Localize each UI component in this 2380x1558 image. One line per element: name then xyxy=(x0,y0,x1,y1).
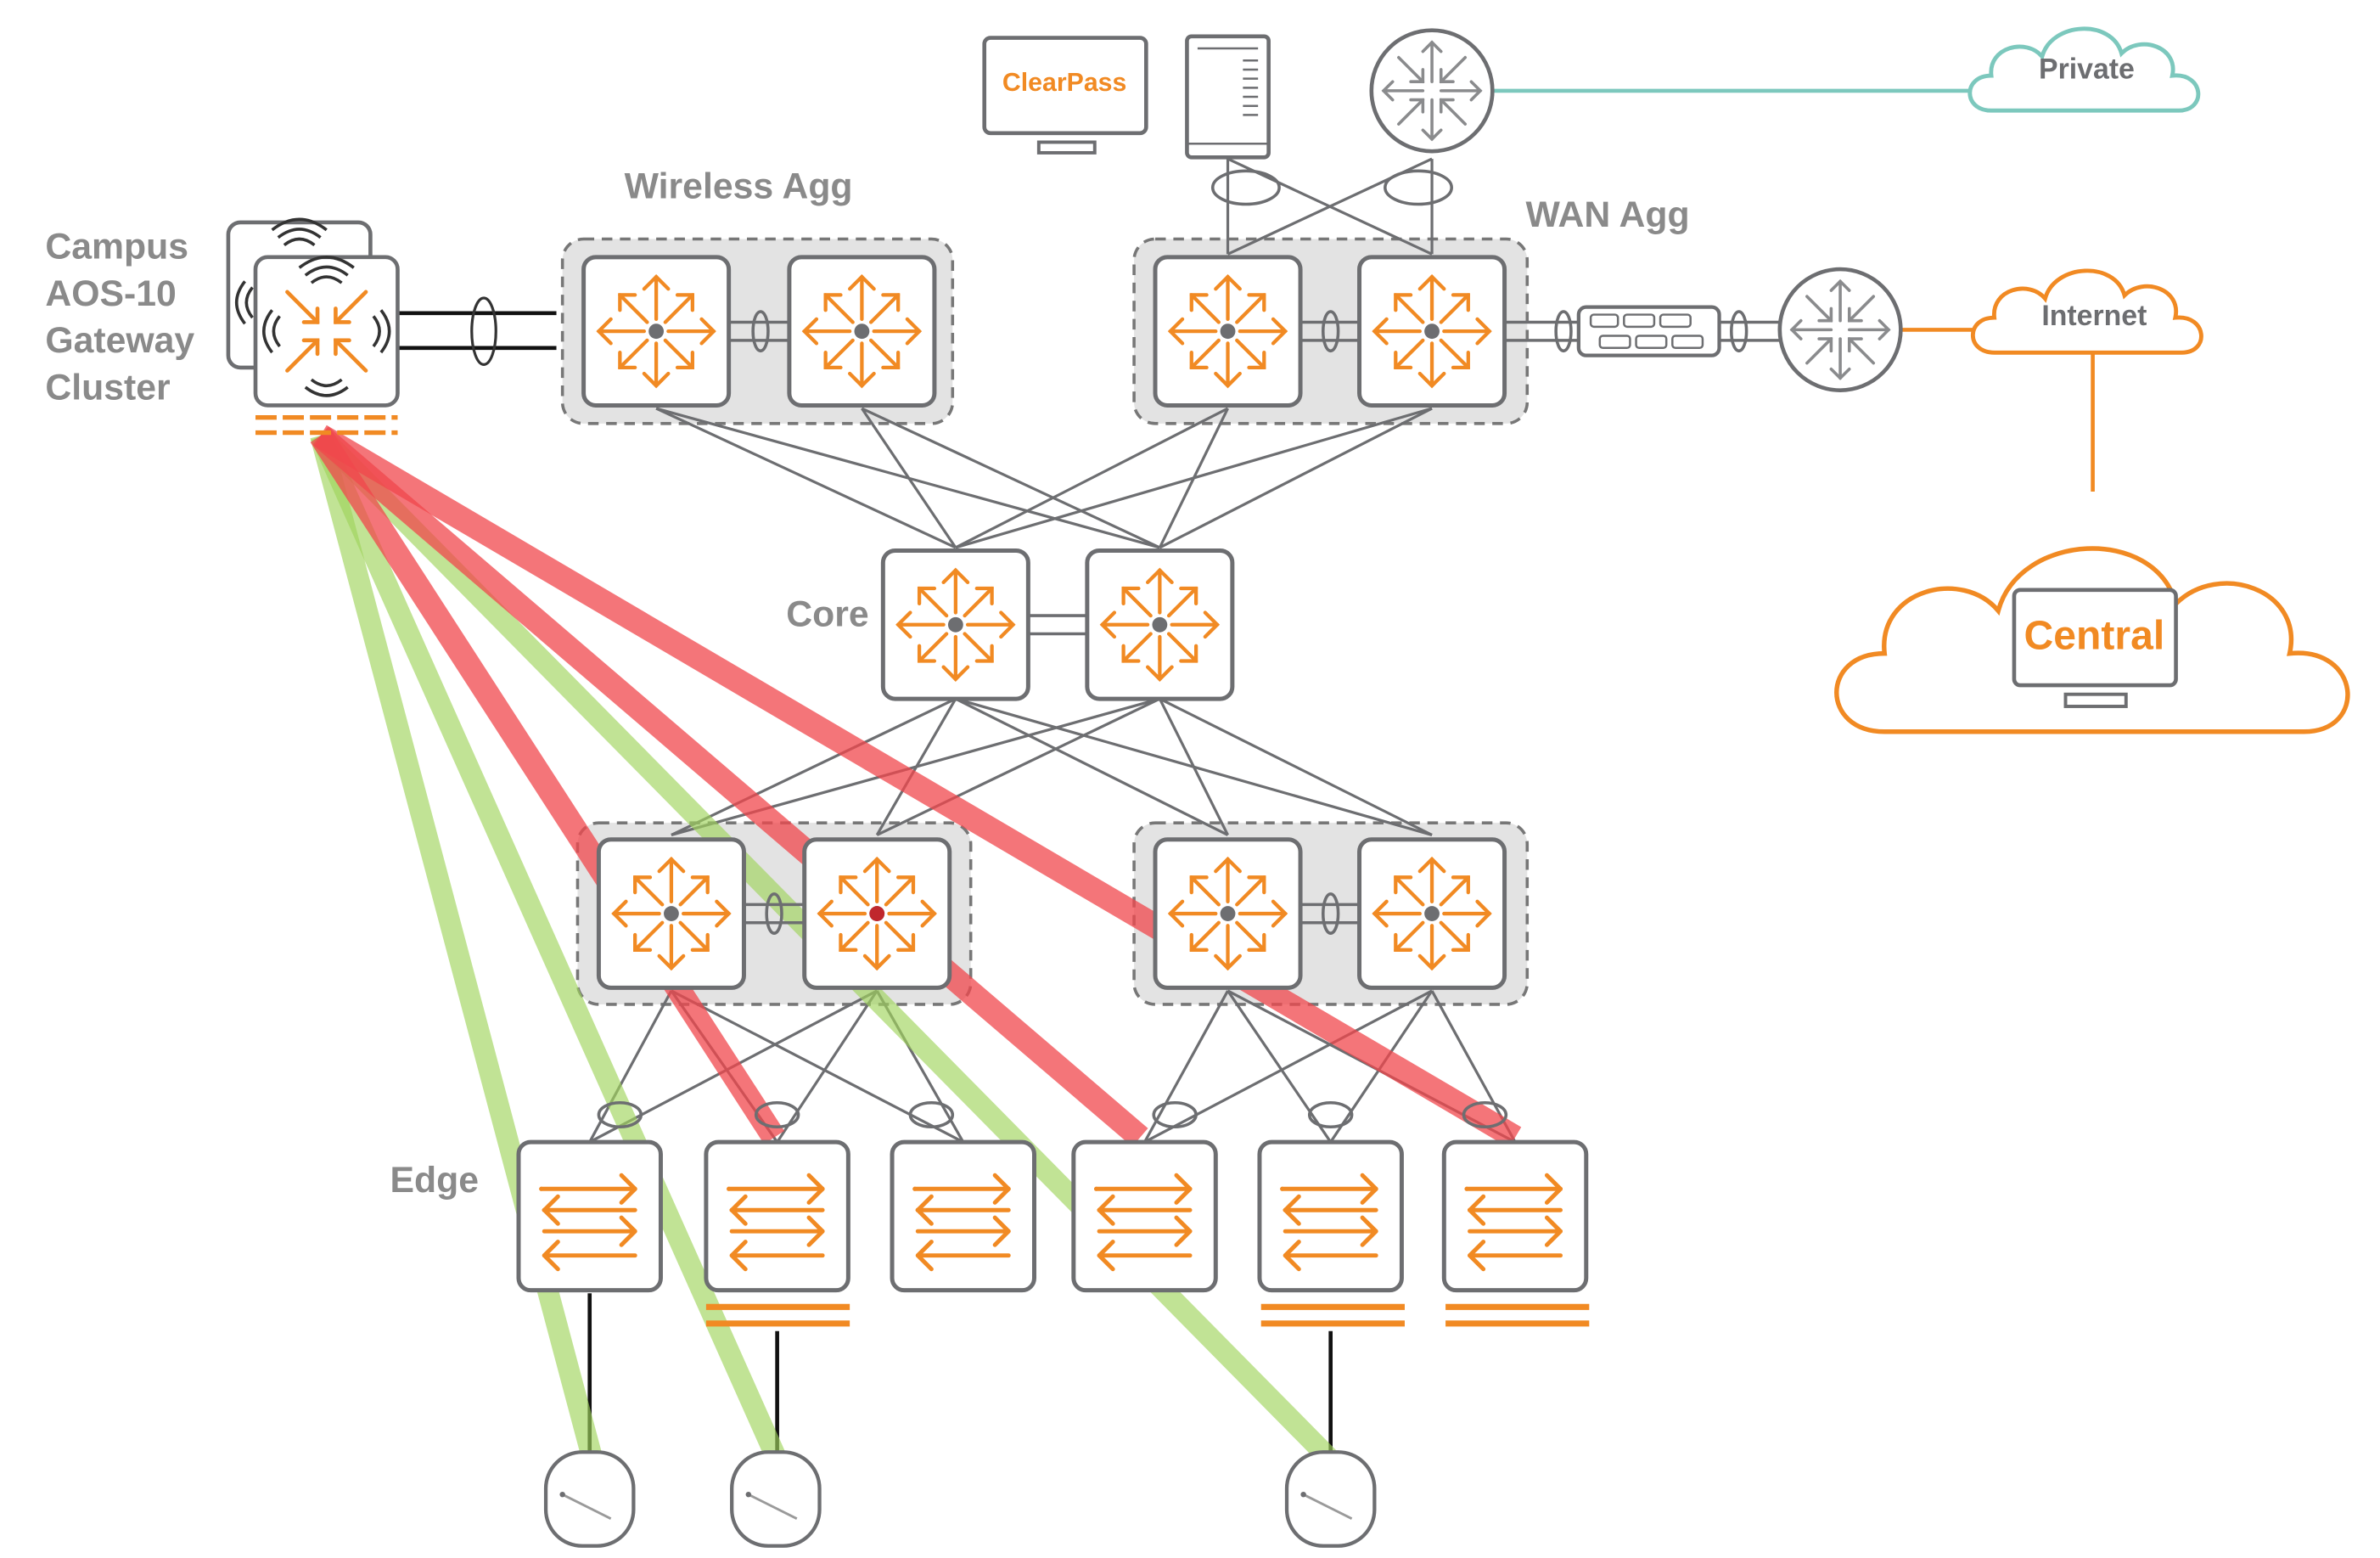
wireless-agg-switch-1[interactable] xyxy=(581,255,732,408)
wifi-icon xyxy=(262,256,391,397)
wan-agg-label: WAN Agg xyxy=(1526,194,1690,235)
router-icon xyxy=(1372,31,1493,152)
access-agg-switch-1[interactable] xyxy=(596,837,746,990)
access-point-icon xyxy=(732,1452,819,1545)
central-label: Central xyxy=(2024,612,2165,658)
access-agg-switch-3[interactable] xyxy=(1153,837,1303,990)
clearpass-monitor[interactable]: ClearPass xyxy=(982,36,1148,155)
edge-switch-2[interactable] xyxy=(706,1142,848,1291)
gateway-uplinks xyxy=(399,311,557,351)
gateway-cluster-label-line-2: AOS-10 xyxy=(45,273,176,314)
central-monitor[interactable]: Central xyxy=(2012,588,2178,708)
gateway-front xyxy=(253,255,400,408)
switch-icon xyxy=(706,1142,848,1291)
wan-agg-switch-1[interactable] xyxy=(1153,255,1303,408)
wan-agg-switch-2[interactable] xyxy=(1357,255,1507,408)
ap-drops xyxy=(587,1293,1333,1453)
gateway-icon xyxy=(285,290,368,373)
core-switch-2[interactable] xyxy=(1085,548,1235,701)
edge-switch-6[interactable] xyxy=(1444,1142,1586,1291)
gateway-cluster-label-line-3: Gateway xyxy=(45,320,194,361)
server-icon[interactable] xyxy=(1185,34,1271,160)
access-agg-switch-4[interactable] xyxy=(1357,837,1507,990)
access-agg-switch-2[interactable] xyxy=(802,837,952,990)
edge-switch-3[interactable] xyxy=(892,1142,1034,1291)
gateway-stack-bars xyxy=(255,415,398,436)
edge-switch-4[interactable] xyxy=(1074,1142,1215,1291)
red-tunnel-paths xyxy=(310,425,1522,1149)
private-cloud-label: Private xyxy=(2039,53,2135,86)
router-icon xyxy=(1780,269,1901,391)
monitor-icon xyxy=(982,36,1148,136)
monitor-icon xyxy=(2012,588,2178,688)
wireless-agg-switch-2[interactable] xyxy=(787,255,937,408)
clearpass-label: ClearPass xyxy=(1002,69,1126,97)
isl-links xyxy=(597,169,1780,1129)
gateway-cluster[interactable] xyxy=(226,217,400,436)
switch-icon xyxy=(1444,1142,1586,1291)
firewall-icon[interactable] xyxy=(1576,305,1721,357)
core-label: Core xyxy=(786,594,868,635)
private-wan-router[interactable] xyxy=(1372,31,1493,152)
edge-switch-5[interactable] xyxy=(1260,1142,1401,1291)
edge-label: Edge xyxy=(390,1160,480,1201)
gateway-cluster-label-line-4: Cluster xyxy=(45,367,170,408)
edge-switch-1[interactable] xyxy=(519,1142,660,1291)
switch-icon xyxy=(892,1142,1034,1291)
access-point-3[interactable] xyxy=(1287,1452,1374,1545)
switch-icon xyxy=(1074,1142,1215,1291)
access-point-icon xyxy=(546,1452,633,1545)
access-point-icon xyxy=(1287,1452,1374,1545)
wifi-icon xyxy=(234,217,328,325)
wireless-agg-label: Wireless Agg xyxy=(625,166,853,206)
switch-icon xyxy=(1260,1142,1401,1291)
stack-bars xyxy=(705,1303,1590,1327)
internet-cloud-label: Internet xyxy=(2041,300,2147,332)
core-switch-1[interactable] xyxy=(880,548,1030,701)
access-point-2[interactable] xyxy=(732,1452,819,1545)
access-point-1[interactable] xyxy=(546,1452,633,1545)
switch-icon xyxy=(519,1142,660,1291)
lag-ring xyxy=(470,296,497,366)
internet-wan-router[interactable] xyxy=(1780,269,1901,391)
gateway-cluster-label-line-1: Campus xyxy=(45,227,188,267)
